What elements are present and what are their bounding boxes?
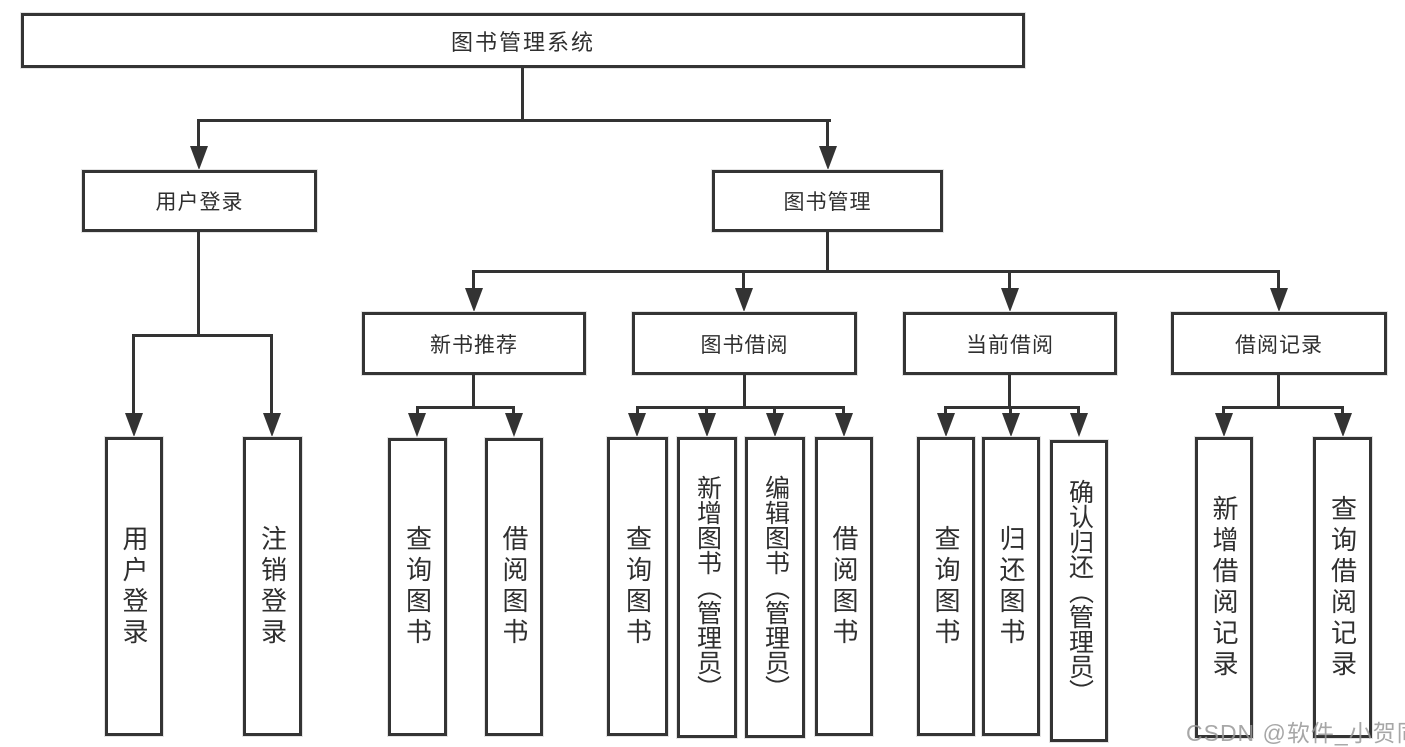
- leaf-logout-label: 注销登录: [257, 524, 288, 649]
- node-book-management-label: 图书管理: [783, 191, 872, 214]
- leaf-search-books-current: 查询图书: [917, 437, 975, 736]
- leaf-user-login-label: 用户登录: [119, 524, 149, 649]
- leaf-search-books-current-label: 查询图书: [931, 524, 961, 649]
- leaf-return-books: 归还图书: [982, 437, 1040, 736]
- connector-line: [636, 406, 639, 416]
- connector-line: [1009, 406, 1012, 416]
- node-root: 图书管理系统: [21, 13, 1025, 68]
- connector-line: [472, 270, 1280, 273]
- arrow-down-icon: [835, 413, 853, 437]
- connector-line: [416, 406, 515, 409]
- connector-line: [1277, 270, 1280, 290]
- node-new-book-recommendation: 新书推荐: [362, 312, 586, 375]
- connector-line: [132, 334, 135, 415]
- connector-line: [705, 406, 708, 416]
- node-borrowing-records-label: 借阅记录: [1235, 333, 1323, 357]
- leaf-confirm-return-admin: 确认归还（管理员）: [1050, 440, 1108, 742]
- connector-line: [773, 406, 776, 416]
- arrow-down-icon: [628, 413, 646, 437]
- arrow-down-icon: [735, 288, 753, 312]
- arrow-down-icon: [819, 146, 837, 170]
- node-book-management: 图书管理: [712, 170, 943, 232]
- connector-line: [842, 406, 845, 416]
- leaf-user-login: 用户登录: [105, 437, 163, 736]
- connector-line: [944, 406, 947, 416]
- node-book-borrowing: 图书借阅: [632, 312, 857, 375]
- connector-line: [472, 270, 475, 290]
- arrow-down-icon: [465, 288, 483, 312]
- connector-line: [826, 119, 829, 148]
- leaf-search-borrow-record: 查询借阅记录: [1313, 437, 1372, 738]
- connector-line: [1008, 270, 1011, 290]
- node-new-book-recommendation-label: 新书推荐: [430, 333, 518, 357]
- leaf-add-books-admin: 新增图书（管理员）: [677, 437, 737, 738]
- leaf-search-borrow-record-label: 查询借阅记录: [1327, 494, 1358, 681]
- connector-line: [472, 375, 475, 407]
- leaf-search-books-borrowing-label: 查询图书: [622, 524, 653, 649]
- connector-line: [1341, 406, 1344, 416]
- leaf-search-books-recommend: 查询图书: [388, 438, 447, 736]
- connector-line: [1077, 406, 1080, 416]
- leaf-add-borrow-record: 新增借阅记录: [1195, 437, 1253, 738]
- arrow-down-icon: [125, 413, 143, 437]
- connector-line: [826, 232, 829, 271]
- leaf-borrow-books: 借阅图书: [815, 437, 873, 736]
- node-user-login: 用户登录: [82, 170, 317, 232]
- leaf-search-books-borrowing: 查询图书: [607, 437, 668, 736]
- node-book-borrowing-label: 图书借阅: [700, 333, 789, 357]
- arrow-down-icon: [263, 413, 281, 437]
- node-borrowing-records: 借阅记录: [1171, 312, 1387, 375]
- leaf-add-borrow-record-label: 新增借阅记录: [1209, 494, 1239, 681]
- node-current-borrowing: 当前借阅: [903, 312, 1117, 375]
- arrow-down-icon: [1070, 413, 1088, 437]
- leaf-edit-books-admin: 编辑图书（管理员）: [745, 437, 805, 738]
- arrow-down-icon: [190, 146, 208, 170]
- node-current-borrowing-label: 当前借阅: [966, 333, 1054, 357]
- connector-line: [944, 406, 1080, 409]
- arrow-down-icon: [698, 413, 716, 437]
- arrow-down-icon: [1270, 288, 1288, 312]
- connector-line: [416, 406, 419, 416]
- connector-line: [636, 406, 845, 409]
- connector-line: [197, 119, 200, 148]
- connector-line: [1277, 375, 1280, 407]
- leaf-confirm-return-admin-label: 确认归还（管理员）: [1065, 478, 1094, 704]
- connector-line: [521, 68, 524, 120]
- leaf-edit-books-admin-label: 编辑图书（管理员）: [761, 475, 790, 700]
- arrow-down-icon: [1001, 288, 1019, 312]
- connector-line: [512, 406, 515, 416]
- connector-line: [1222, 406, 1344, 409]
- node-root-label: 图书管理系统: [450, 29, 595, 55]
- node-user-login-label: 用户登录: [155, 191, 244, 214]
- leaf-borrow-books-recommend: 借阅图书: [485, 438, 543, 736]
- arrow-down-icon: [1215, 413, 1233, 437]
- leaf-search-books-recommend-label: 查询图书: [402, 525, 433, 649]
- csdn-watermark: CSDN @软件_小贺同学: [1186, 720, 1405, 746]
- arrow-down-icon: [1002, 413, 1020, 437]
- connector-line: [1008, 375, 1011, 407]
- leaf-add-books-admin-label: 新增图书（管理员）: [693, 475, 722, 700]
- connector-line: [270, 334, 273, 415]
- connector-line: [1222, 406, 1225, 416]
- arrow-down-icon: [505, 413, 523, 437]
- connector-line: [197, 119, 831, 122]
- arrow-down-icon: [766, 413, 784, 437]
- arrow-down-icon: [937, 413, 955, 437]
- arrow-down-icon: [408, 413, 426, 437]
- leaf-borrow-books-recommend-label: 借阅图书: [499, 525, 529, 649]
- arrow-down-icon: [1334, 413, 1352, 437]
- connector-line: [197, 232, 200, 335]
- leaf-borrow-books-label: 借阅图书: [829, 524, 859, 649]
- leaf-return-books-label: 归还图书: [996, 524, 1026, 649]
- leaf-logout: 注销登录: [243, 437, 302, 736]
- connector-line: [743, 375, 746, 407]
- connector-line: [742, 270, 745, 290]
- connector-line: [132, 334, 273, 337]
